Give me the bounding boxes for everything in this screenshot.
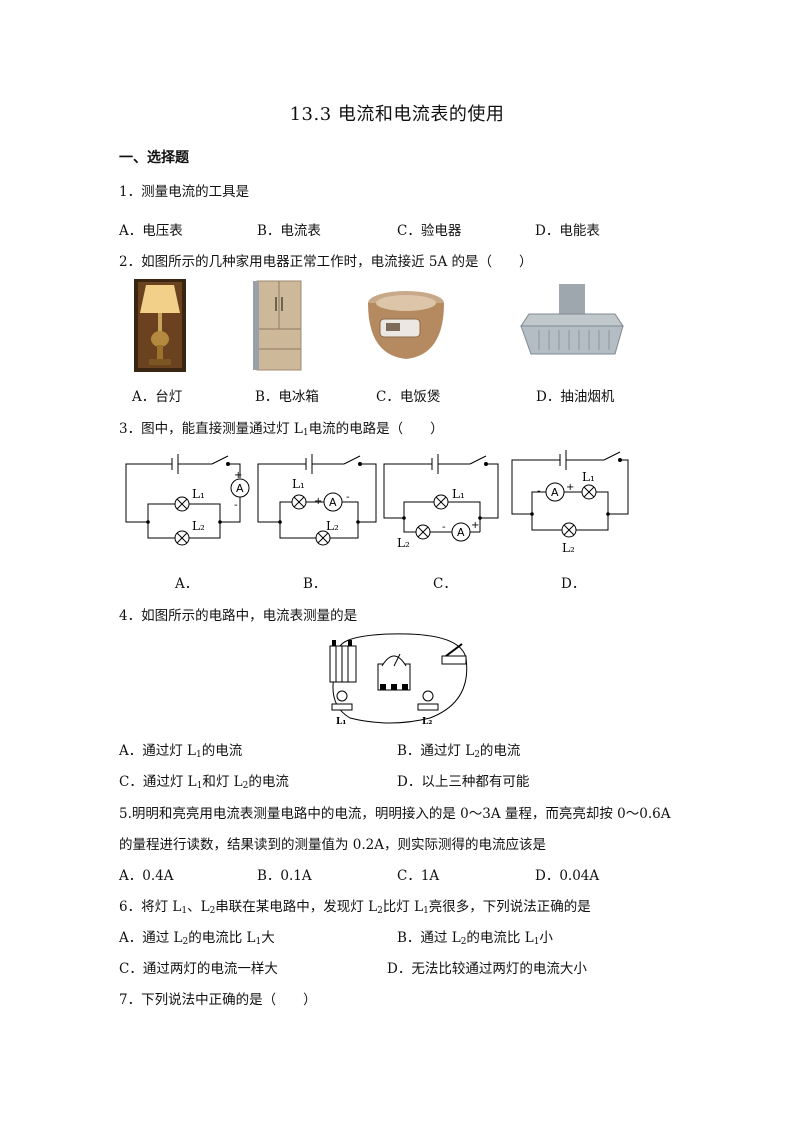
circuit-diagram-a: A + - L₁ L₂ [125, 454, 250, 546]
bulb-l1-icon [331, 690, 353, 711]
svg-text:A: A [551, 486, 559, 499]
battery-pack-icon [329, 640, 357, 683]
svg-text:L₂: L₂ [422, 717, 432, 727]
q4-option-c: C．通过灯 L1和灯 L2的电流 [119, 774, 289, 791]
switch-device-icon [441, 643, 467, 665]
q3-option-a: A． [175, 576, 199, 592]
svg-text:L₁: L₁ [336, 717, 346, 727]
ammeter-symbol: A [236, 482, 244, 495]
q4-physical-circuit-figure: L₁ L₂ [329, 633, 468, 727]
svg-text:A: A [329, 496, 337, 509]
q5-line-1: 5.明明和亮亮用电流表测量电路中的电流，明明接入的是 0～3A 量程，而亮亮却按… [119, 806, 671, 822]
q6-option-d: D．无法比较通过两灯的电流大小 [387, 961, 587, 977]
q6-option-c: C．通过两灯的电流一样大 [119, 961, 278, 977]
range-hood-image [520, 284, 624, 355]
svg-text:-: - [442, 522, 446, 533]
svg-text:L₁: L₁ [452, 487, 465, 501]
q4-stem: 4．如图所示的电路中，电流表测量的是 [119, 608, 358, 624]
q1-option-a: A．电压表 [119, 223, 183, 239]
svg-text:+: + [234, 470, 242, 481]
svg-text:+: + [314, 496, 322, 507]
svg-text:+: + [566, 482, 574, 493]
q1-option-b: B．电流表 [257, 223, 321, 239]
table-lamp-image [134, 279, 186, 372]
q6-option-b: B．通过 L2的电流比 L1小 [397, 930, 553, 947]
bulb-l2-icon [417, 690, 439, 711]
q3-option-c: C． [433, 576, 457, 592]
q3-option-d: D． [561, 576, 586, 592]
svg-text:-: - [234, 500, 238, 511]
q2-option-a: A．台灯 [132, 389, 183, 405]
svg-text:A: A [457, 526, 465, 539]
q2-option-c: C．电饭煲 [376, 389, 441, 405]
q7-stem: 7．下列说法中正确的是（ ） [119, 992, 317, 1008]
circuit-diagram-c: A - + L₁ L₂ [383, 454, 499, 550]
svg-text:-: - [346, 492, 350, 503]
q1-option-c: C．验电器 [397, 223, 462, 239]
q5-option-d: D．0.04A [535, 868, 600, 884]
q4-option-b: B．通过灯 L2的电流 [397, 743, 521, 760]
q2-option-b: B．电冰箱 [255, 389, 319, 405]
svg-text:+: + [471, 520, 479, 531]
q4-option-d: D．以上三种都有可能 [397, 774, 530, 790]
q2-option-d: D．抽油烟机 [536, 389, 615, 405]
svg-text:L₂: L₂ [562, 541, 575, 555]
svg-text:L₂: L₂ [397, 536, 410, 550]
rice-cooker-image [368, 291, 444, 359]
q3-option-b: B． [303, 576, 327, 592]
page-title: 13.3 电流和电流表的使用 [289, 104, 505, 125]
q5-option-b: B．0.1A [257, 868, 312, 884]
lamp-label-l1: L₁ [192, 487, 205, 501]
q3-stem: 3．图中，能直接测量通过灯 L1电流的电路是（ ） [119, 421, 444, 438]
lamp-label-l2: L₂ [192, 519, 205, 533]
ammeter-device-icon [377, 653, 411, 691]
q6-option-a: A．通过 L2的电流比 L1大 [119, 930, 275, 947]
circuit-diagram-d: A - + L₁ L₂ [511, 450, 629, 555]
q2-stem: 2．如图所示的几种家用电器正常工作时，电流接近 5A 的是（ ） [119, 254, 533, 270]
section-heading: 一、选择题 [119, 150, 189, 166]
q5-option-c: C．1A [397, 868, 440, 884]
svg-text:-: - [537, 486, 541, 497]
svg-text:L₂: L₂ [326, 519, 339, 533]
q4-option-a: A．通过灯 L1的电流 [119, 743, 243, 760]
q5-option-a: A．0.4A [119, 868, 174, 884]
svg-text:L₁: L₁ [292, 477, 305, 491]
q1-stem: 1．测量电流的工具是 [119, 184, 250, 200]
q6-stem: 6．将灯 L1、L2串联在某电路中，发现灯 L2比灯 L1亮很多，下列说法正确的… [119, 899, 591, 916]
circuit-diagram-b: A + - L₁ L₂ [257, 454, 377, 546]
q5-line-2: 的量程进行读数，结果读到的测量值为 0.2A，则实际测得的电流应该是 [119, 837, 547, 853]
q1-option-d: D．电能表 [535, 223, 600, 239]
svg-text:L₁: L₁ [582, 470, 595, 484]
refrigerator-image [253, 280, 302, 371]
